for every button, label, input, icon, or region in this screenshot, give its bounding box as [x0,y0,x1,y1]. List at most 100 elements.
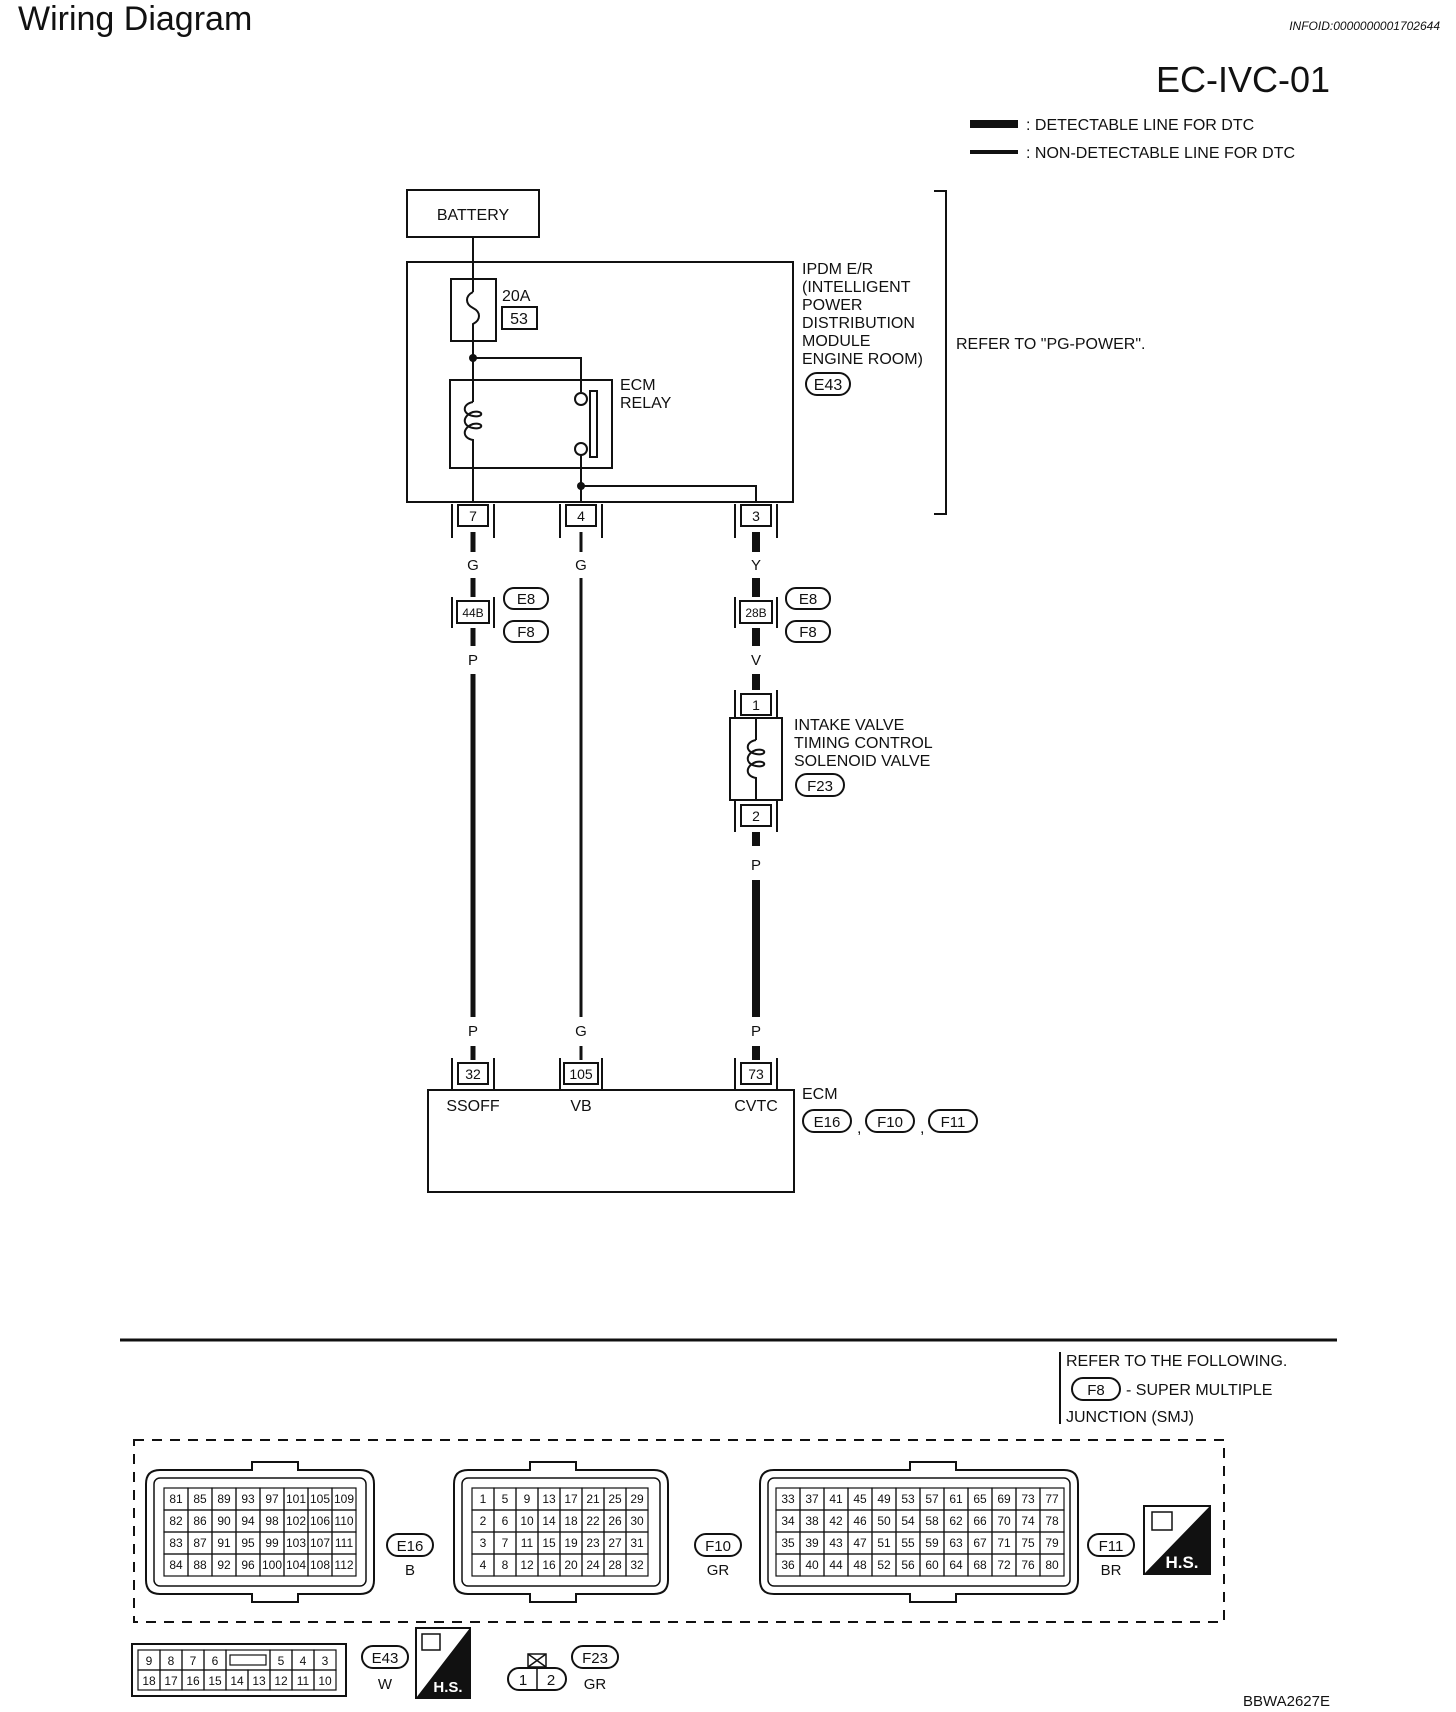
pin-label: 18 [564,1514,578,1528]
pin-label: 70 [997,1514,1011,1528]
connector-hand-icon [1151,1511,1173,1531]
connector-color-f11: BR [1101,1562,1122,1579]
pin-label: 57 [925,1492,939,1506]
pin-label: 105 [310,1492,330,1506]
pin-label: 11 [297,1674,310,1688]
fuse-number-box [501,306,538,330]
pin-label: 42 [829,1514,843,1528]
connector-hand-icon [421,1633,441,1651]
pin-label: 79 [1045,1536,1059,1550]
connector-badge [694,1533,742,1557]
junction-connector-e8: E8 [517,591,535,608]
pin-label: 78 [1045,1514,1059,1528]
wire-color-y: Y [751,557,761,574]
ecm-box [427,1089,795,1193]
connector-id-f11: F11 [1099,1538,1124,1555]
junction-connector-badge [503,587,549,610]
solenoid-label-1: INTAKE VALVE [794,717,904,734]
pin-label: 32 [630,1558,644,1572]
pin-label: 1 [480,1492,487,1506]
solenoid-valve: 1 2 [729,690,783,832]
relay-label-1: ECM [620,377,656,394]
ipdm-pin-4: 4 [559,504,603,538]
solenoid-pin-out: 2 [752,808,760,824]
legend-detectable: : DETECTABLE LINE FOR DTC [1026,117,1254,134]
pin-number: 32 [465,1066,481,1082]
ecm-title: ECM [802,1086,838,1103]
relay-box [449,379,613,469]
pin-label: 106 [310,1514,330,1528]
figure-code: BBWA2627E [1243,1693,1330,1710]
pin-label: 51 [877,1536,891,1550]
battery-label: BATTERY [437,207,510,224]
pin-label: 61 [949,1492,963,1506]
ecm-connector-f10: F10 [877,1114,903,1131]
pin-label: 18 [142,1674,156,1688]
pin-label: 63 [949,1536,963,1550]
wire-color-g: G [575,557,587,574]
ecm-terminal-vb: VB [570,1098,591,1115]
separator: , [857,1120,861,1137]
pin-label: 6 [212,1654,219,1668]
pin-label: 41 [829,1492,843,1506]
ipdm-connector-badge [805,372,851,396]
pin-label: 14 [542,1514,556,1528]
solenoid-label-2: TIMING CONTROL [794,735,933,752]
pin-label: 4 [480,1558,487,1572]
junction-id: 44B [462,606,483,620]
pin-label: 8 [502,1558,509,1572]
pin-label: 10 [520,1514,534,1528]
refer-line-3: JUNCTION (SMJ) [1066,1409,1194,1426]
pin-number: 105 [569,1066,593,1082]
pin-number: 4 [577,508,585,524]
pin-label: 87 [193,1536,207,1550]
ecm-pin-105: 105 [559,1058,603,1090]
pin-label: 101 [286,1492,306,1506]
pin-label: 104 [286,1558,306,1572]
fuse-rating: 20A [502,288,531,305]
legend-non-detectable: : NON-DETECTABLE LINE FOR DTC [1026,145,1295,162]
solenoid-pin-in: 1 [752,697,760,713]
pin-label: 45 [853,1492,867,1506]
pin-label: 86 [193,1514,207,1528]
ipdm-label-3: POWER [802,297,862,314]
junction-connector-f8: F8 [517,624,535,641]
pin-label: 71 [997,1536,1011,1550]
pin-label: 38 [805,1514,819,1528]
pin-label: 102 [286,1514,306,1528]
pin-label: 84 [169,1558,183,1572]
pin-label: 44 [829,1558,843,1572]
pin-label: 94 [241,1514,255,1528]
ipdm-label-1: IPDM E/R [802,261,873,278]
relay-coil-icon [463,358,483,502]
connector-color-f10: GR [707,1562,730,1579]
ipdm-box [406,261,794,503]
pin-label: 97 [265,1492,279,1506]
pin-label: 9 [146,1654,153,1668]
pin-label: 24 [586,1558,600,1572]
connector-color-e43: W [378,1676,393,1693]
page-code: EC-IVC-01 [1156,59,1330,100]
pin-label: 76 [1021,1558,1035,1572]
ecm-connector-badge [928,1109,978,1133]
pin-label: 59 [925,1536,939,1550]
pin-label: 64 [949,1558,963,1572]
wire-color-v: V [751,652,761,669]
relay-to-pin3-wire [581,485,757,502]
wire-color-p: P [468,652,478,669]
pin-number: 7 [469,508,477,524]
relay-switch-arm [589,390,598,458]
pin-label: 72 [997,1558,1011,1572]
wire-color-p: P [751,857,761,874]
relay-contact-upper [574,392,588,406]
refer-line-2: - SUPER MULTIPLE [1126,1382,1272,1399]
pin-label: 36 [781,1558,795,1572]
pin-label: 9 [524,1492,531,1506]
relay-contact-lower [574,442,588,456]
pin-label: 111 [335,1536,354,1550]
pin-label: 107 [310,1536,330,1550]
ecm-terminal-ssoff: SSOFF [446,1098,500,1115]
